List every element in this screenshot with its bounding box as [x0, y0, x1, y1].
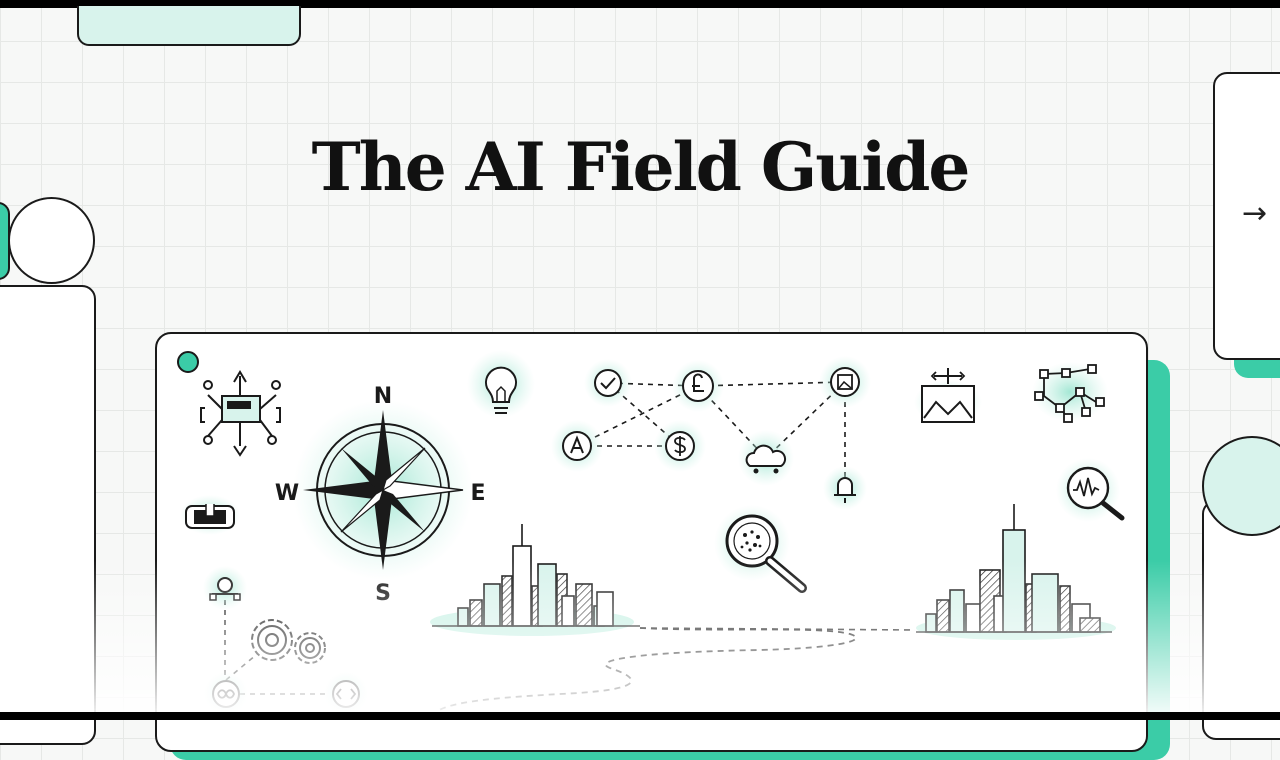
page-title: The AI Field Guide	[311, 128, 971, 206]
panel-status-dot	[177, 351, 199, 373]
compass-south: S	[375, 581, 391, 606]
pound-node-icon	[672, 360, 724, 412]
city-skyline-right-icon	[916, 504, 1116, 640]
dollar-node-icon	[654, 420, 706, 472]
field-guide-illustration: N S E W	[177, 350, 1125, 716]
right-circle	[1202, 436, 1280, 536]
arrow-right-icon[interactable]: →	[1242, 196, 1268, 231]
waveform-magnifier-icon	[1056, 458, 1125, 522]
top-tab-card	[77, 6, 301, 46]
top-letterbox	[0, 0, 1280, 8]
network-hub-icon	[200, 370, 281, 457]
magnifier-icon	[714, 505, 807, 593]
next-card[interactable]	[1213, 72, 1280, 360]
infinity-node-icon	[204, 672, 248, 716]
flowchart-icon	[1032, 362, 1108, 423]
left-circle	[8, 197, 95, 284]
city-skyline-icon	[430, 524, 640, 636]
code-node-icon	[324, 672, 368, 716]
connector-node-icon	[180, 495, 240, 535]
a-node-icon	[551, 420, 603, 472]
skyline-connector	[639, 627, 916, 631]
user-node-icon	[203, 566, 247, 610]
lightbulb-icon	[467, 350, 535, 418]
check-node-icon	[584, 359, 632, 407]
compass-north: N	[374, 384, 392, 409]
compass-icon: N S E W	[275, 384, 486, 606]
bottom-letterbox	[0, 712, 1280, 720]
mail-icon	[914, 368, 982, 424]
compass-west: W	[275, 481, 299, 506]
bell-node-icon	[823, 466, 867, 510]
compass-east: E	[470, 481, 485, 506]
gear-icon	[251, 619, 326, 664]
cloud-node-icon	[738, 430, 794, 486]
winding-path	[435, 627, 857, 713]
image-node-icon	[819, 356, 871, 408]
